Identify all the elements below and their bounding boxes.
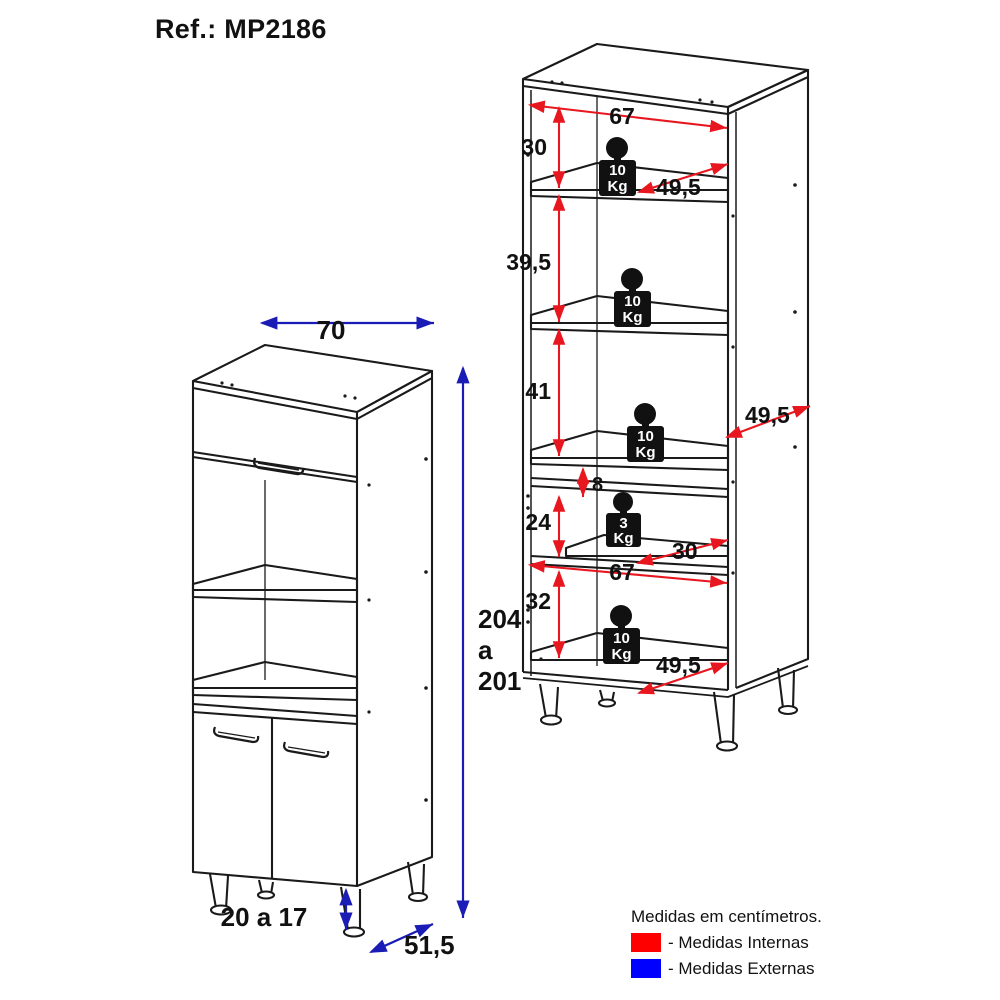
open-right-side-panel [735,77,810,689]
dim-height-line2: a [478,635,493,665]
dim-bottom-height-label: 32 [525,588,551,614]
lower-section-top-edge2 [192,710,358,726]
shelf-2 [529,294,730,325]
cabinet-right-side [356,378,434,887]
right-cabinet-drawing [521,42,810,752]
legend-swatch-external [631,959,661,978]
dim-side-depth: 49,5 [725,402,811,438]
dim-bottom-depth: 49,5 [637,652,729,695]
dim-top-width-label: 67 [609,103,635,129]
load-tag-unit: Kg [623,309,643,326]
open-foot-back-center [597,698,617,708]
shelf-1 [529,161,730,192]
load-tag-value: 10 [637,428,654,445]
load-tag-shelf-bottom: 10 Kg [603,605,640,664]
load-tag-unit: Kg [636,444,656,461]
dim-drawer-depth-label: 30 [672,538,698,564]
dim-drawer-height-label: 24 [525,509,551,535]
lower-section-top-edge [192,702,358,718]
foot-back-left [256,890,276,900]
dim-top-depth: 49,5 [636,162,729,200]
dim-bottom-height: 32 [525,569,566,658]
dim-left-width: 70 [259,315,434,345]
dim-top-depth-label: 49,5 [656,174,701,200]
open-foot-front-left [539,714,563,726]
handle-flipup-door-inner [257,462,300,471]
dim-bottom-depth-label: 49,5 [656,652,701,678]
shelf-middle-2 [191,660,359,690]
shelf-bottom [529,631,730,662]
shelf-3 [529,429,730,460]
load-tag-value: 10 [624,293,641,310]
cabinet-top-right-edge [356,369,434,420]
handle-right-door [283,741,330,759]
dim-left-depth: 51,5 [368,922,455,960]
dim-third-height-label: 41 [525,378,551,404]
dim-lower-width-label: 67 [609,559,635,585]
load-tag-value: 10 [613,630,630,647]
load-tag-shelf-second: 10 Kg [614,268,651,327]
load-tag-unit: Kg [608,178,628,195]
left-cabinet-drawing [191,343,434,938]
open-leg-front-right [712,691,736,747]
dim-width-label: 70 [317,315,346,345]
legend-swatch-internal [631,933,661,952]
foot-front-left [209,904,233,916]
dim-second-height-label: 39,5 [506,249,551,275]
load-tag-unit: Kg [612,646,632,663]
dim-side-depth-label: 49,5 [745,402,790,428]
handle-flipup-door [252,457,305,476]
foot-back-right [407,891,429,903]
load-tag-unit: Kg [614,530,634,547]
legend-row-internal: - Medidas Internas [631,933,822,952]
shelf-1-edge [529,190,730,204]
legend-label-external: - Medidas Externas [668,959,815,978]
dim-height-line1: 204 [478,604,522,634]
open-leg-front-left [538,683,560,721]
handle-left-door [213,726,260,744]
load-tag-shelf-third: 10 Kg [627,403,664,462]
dim-second-height: 39,5 [506,193,566,322]
dim-drawer-gap-label: 8 [592,474,603,496]
dim-left-height: 204 a 201 [456,365,522,918]
dim-depth-label: 51,5 [404,930,455,960]
load-tag-shelf-top: 10 Kg [599,137,636,196]
cabinet-top-front-edge [191,381,359,421]
dim-drawer-height: 24 [525,494,566,557]
legend: Medidas em centímetros. - Medidas Intern… [631,908,822,985]
legend-label-internal: - Medidas Internas [668,933,809,952]
dim-top-height: 30 [521,105,566,188]
shelf-2-edge [529,323,730,337]
open-bottom-edge [522,665,809,698]
legend-row-external: - Medidas Externas [631,959,822,978]
open-top-right-edge [727,68,810,115]
dim-top-height-label: 30 [521,134,547,160]
leg-front-right [339,886,362,933]
load-tag-value: 3 [619,515,627,532]
dim-drawer-gap: 8 [576,466,603,497]
drawer-top-rail [530,476,729,491]
drawer-top-rail2 [530,484,729,499]
open-top-front-edge [521,79,730,116]
cabinet-front-face [191,388,359,888]
dim-third-height: 41 [525,327,566,456]
dim-left-leg-height: 20 a 17 [221,887,353,932]
dim-drawer-depth: 30 [635,538,729,566]
door-flipup-bottom-edge [192,450,358,479]
cabinet-top-panel [191,343,434,414]
dim-lower-width: 67 [527,559,728,588]
load-tag-drawer: 3 Kg [606,492,641,547]
shelf-middle-1-edge [191,590,359,604]
open-foot-back-right [777,704,799,716]
page-title: Ref.: MP2186 [155,14,327,44]
open-foot-front-right [715,740,739,752]
shelf-3-edge [529,458,730,472]
legend-units-note: Medidas em centímetros. [631,907,822,926]
dim-leg-height-label: 20 a 17 [221,902,308,932]
shelf-middle-2-edge [191,688,359,702]
leg-back-right [406,861,426,898]
dim-height-line3: 201 [478,666,521,696]
load-tag-value: 10 [609,162,626,179]
